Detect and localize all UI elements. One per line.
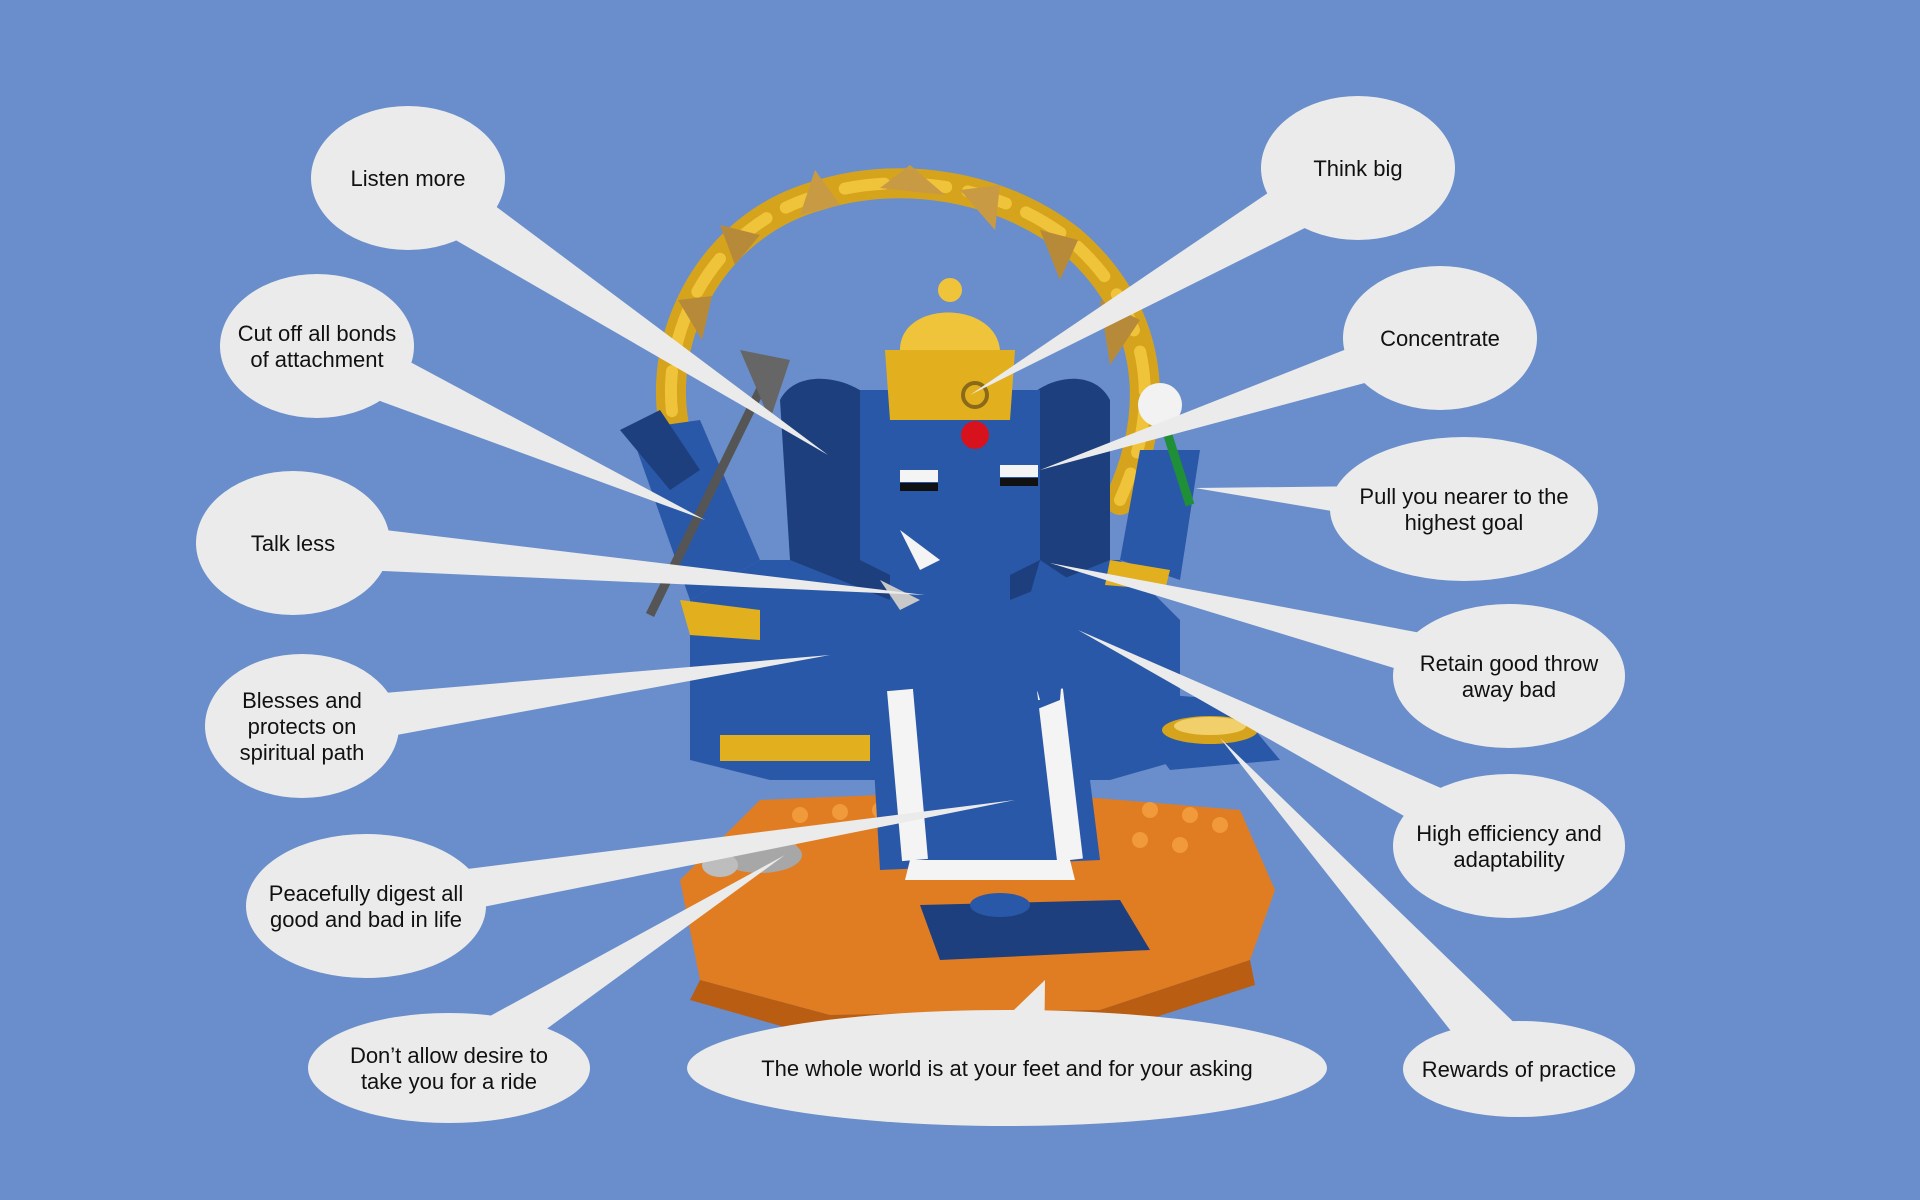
callout-concentrate: Concentrate [1040,266,1537,470]
callout-bubble [1403,1021,1635,1117]
callout-pointer [362,800,1016,930]
sweets-bowl [1162,716,1258,744]
callout-bubble [311,106,505,250]
golden-halo [655,165,1160,515]
callout-pointer [391,152,828,455]
callout-listen-more: Listen more [311,106,828,455]
callout-bubble [196,471,390,615]
head [780,378,1110,720]
callout-bubble [1393,604,1625,748]
callout-pointer [291,519,925,595]
callout-think-big: Think big [970,96,1455,395]
callout-text: Listen more [351,166,466,191]
callout-text: Rewards of practice [1422,1057,1616,1082]
callout-rewards-practice: Rewards of practice [1220,738,1635,1117]
callout-bubble [687,1010,1327,1126]
callout-bubble [220,274,414,418]
callout-pointer [970,142,1374,395]
callout-pointer [298,655,830,752]
callout-bubble [1330,437,1598,581]
callout-bubble [1343,266,1537,410]
ganesha-figure [620,165,1280,1040]
callout-talk-less: Talk less [196,471,925,615]
golden-crown [885,278,1015,420]
callout-bubble [1261,96,1455,240]
callout-bubble [1393,774,1625,918]
callout-text: The whole world is at your feet and for … [761,1056,1253,1081]
callout-text: Talk less [251,531,335,556]
callout-pointer [1220,738,1542,1090]
callout-bubble [308,1013,590,1123]
callout-text: Think big [1313,156,1402,181]
callout-text: Concentrate [1380,326,1500,351]
callout-whole-world: The whole world is at your feet and for … [687,980,1327,1126]
callout-bubble [205,654,399,798]
callout-bubble [246,834,486,978]
